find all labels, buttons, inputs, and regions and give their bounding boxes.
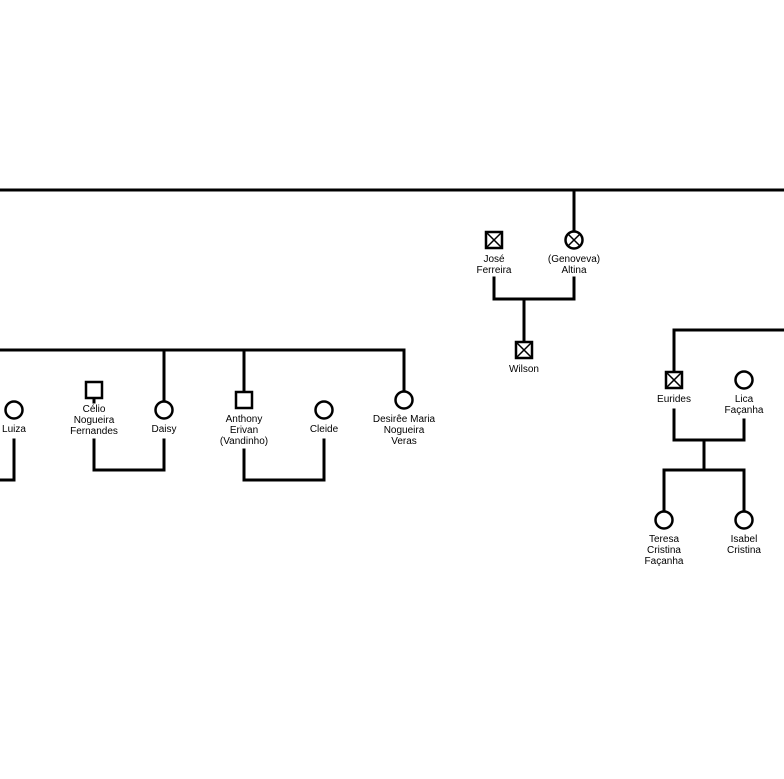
deceased-cross-icon bbox=[484, 230, 504, 250]
celio-daisy-marriage-line bbox=[92, 438, 166, 472]
deceased-cross-icon bbox=[514, 340, 534, 360]
eurides-lica-marriage-line bbox=[672, 408, 746, 442]
person-genoveva[interactable] bbox=[564, 230, 584, 250]
deceased-cross-icon bbox=[566, 232, 582, 248]
female-circle-icon bbox=[654, 510, 674, 530]
right-sibship-line bbox=[672, 328, 784, 374]
male-square-icon bbox=[234, 390, 254, 410]
person-anthony[interactable] bbox=[234, 390, 254, 410]
person-lica[interactable] bbox=[734, 370, 754, 390]
person-label-cleide: Cleide bbox=[309, 424, 339, 435]
person-celio[interactable] bbox=[84, 380, 104, 400]
female-circle-icon bbox=[734, 370, 754, 390]
jose-genoveva-marriage-line bbox=[492, 276, 576, 301]
person-label-eurides: Eurides bbox=[657, 394, 691, 405]
person-cleide[interactable] bbox=[314, 400, 334, 420]
person-isabel[interactable] bbox=[734, 510, 754, 530]
person-jose[interactable] bbox=[484, 230, 504, 250]
person-label-lica: Lica Façanha bbox=[724, 394, 764, 416]
person-label-desiree: Desirêe Maria Nogueira Veras bbox=[372, 414, 436, 447]
person-label-isabel: Isabel Cristina bbox=[727, 534, 761, 556]
connector-lines bbox=[0, 188, 784, 513]
person-label-jose: José Ferreira bbox=[476, 254, 512, 276]
female-circle-icon bbox=[154, 400, 174, 420]
anthony-cleide-marriage-line bbox=[242, 438, 326, 482]
person-eurides[interactable] bbox=[664, 370, 684, 390]
female-circle-icon bbox=[734, 510, 754, 530]
person-wilson[interactable] bbox=[514, 340, 534, 360]
person-symbols bbox=[4, 230, 754, 530]
person-label-genoveva: (Genoveva) Altina bbox=[547, 254, 601, 276]
male-square-icon bbox=[84, 380, 104, 400]
female-circle-icon bbox=[314, 400, 334, 420]
person-label-anthony: Anthony Erivan (Vandinho) bbox=[219, 414, 269, 447]
person-teresa[interactable] bbox=[654, 510, 674, 530]
person-label-luiza: Luiza bbox=[2, 424, 26, 435]
female-circle-icon bbox=[4, 400, 24, 420]
right-children-sibship-line bbox=[662, 468, 746, 513]
person-label-teresa: Teresa Cristina Façanha bbox=[644, 534, 684, 567]
person-luiza[interactable] bbox=[4, 400, 24, 420]
deceased-cross-icon bbox=[664, 370, 684, 390]
person-label-wilson: Wilson bbox=[508, 364, 539, 375]
person-label-celio: Célio Nogueira Fernandes bbox=[70, 404, 118, 437]
person-daisy[interactable] bbox=[154, 400, 174, 420]
person-desiree[interactable] bbox=[394, 390, 414, 410]
female-circle-icon bbox=[394, 390, 414, 410]
person-label-daisy: Daisy bbox=[151, 424, 177, 435]
